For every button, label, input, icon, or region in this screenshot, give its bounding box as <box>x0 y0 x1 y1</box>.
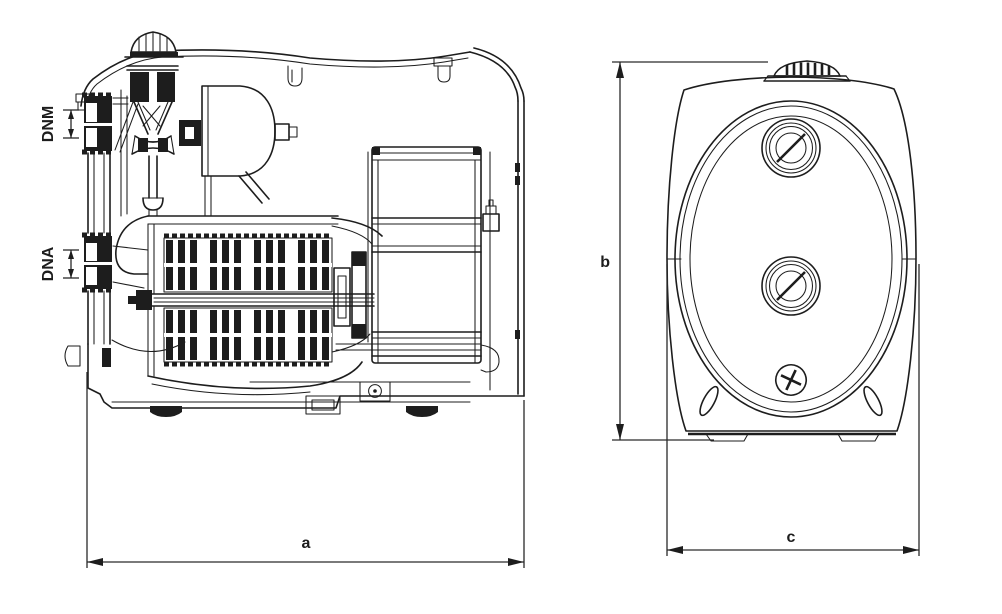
impeller-stack <box>163 233 333 367</box>
base-frame <box>64 343 525 417</box>
dnm-label: DNM <box>40 106 57 142</box>
dim-a-label: a <box>302 535 311 552</box>
arrow-right <box>508 558 524 566</box>
phillips-screw <box>774 363 807 396</box>
dna-port-label: DNA <box>40 246 79 281</box>
dimension-a: a <box>86 372 525 568</box>
front-left-foot <box>705 433 749 442</box>
arrow-left <box>667 546 683 554</box>
cable-gland <box>482 199 500 232</box>
seal-assembly <box>333 151 369 343</box>
dna-label: DNA <box>40 246 57 281</box>
slot-right <box>863 385 883 417</box>
dim-c-label: c <box>787 529 796 546</box>
dimension-b: b <box>600 61 768 441</box>
dim-b-label: b <box>600 254 610 271</box>
vent-knob-side <box>124 31 184 58</box>
enclosure-cover <box>75 47 525 111</box>
fill-plug-middle <box>761 256 821 316</box>
pump-shaft <box>128 290 375 310</box>
valve-assembly <box>120 65 179 217</box>
face-rings <box>674 100 908 418</box>
enclosure-right-wall <box>489 100 525 397</box>
dimension-c: c <box>666 264 920 556</box>
arrow-up <box>616 62 624 78</box>
right-foot <box>406 406 438 417</box>
front-body <box>666 76 917 432</box>
vent-knob-front <box>763 60 851 82</box>
base-screw <box>359 381 391 402</box>
arrow-down <box>616 424 624 440</box>
left-foot <box>150 406 182 417</box>
motor-block <box>371 146 500 373</box>
front-right-foot <box>837 433 880 442</box>
expansion-vessel <box>179 85 298 217</box>
fill-plug-top <box>761 118 821 178</box>
front-view: b c <box>600 60 920 556</box>
side-section-view: DNM DNA a <box>40 31 525 568</box>
arrow-right <box>903 546 919 554</box>
slot-left <box>699 385 719 417</box>
port-column <box>82 92 139 345</box>
arrow-left <box>87 558 103 566</box>
dnm-port-label: DNM <box>40 106 79 142</box>
